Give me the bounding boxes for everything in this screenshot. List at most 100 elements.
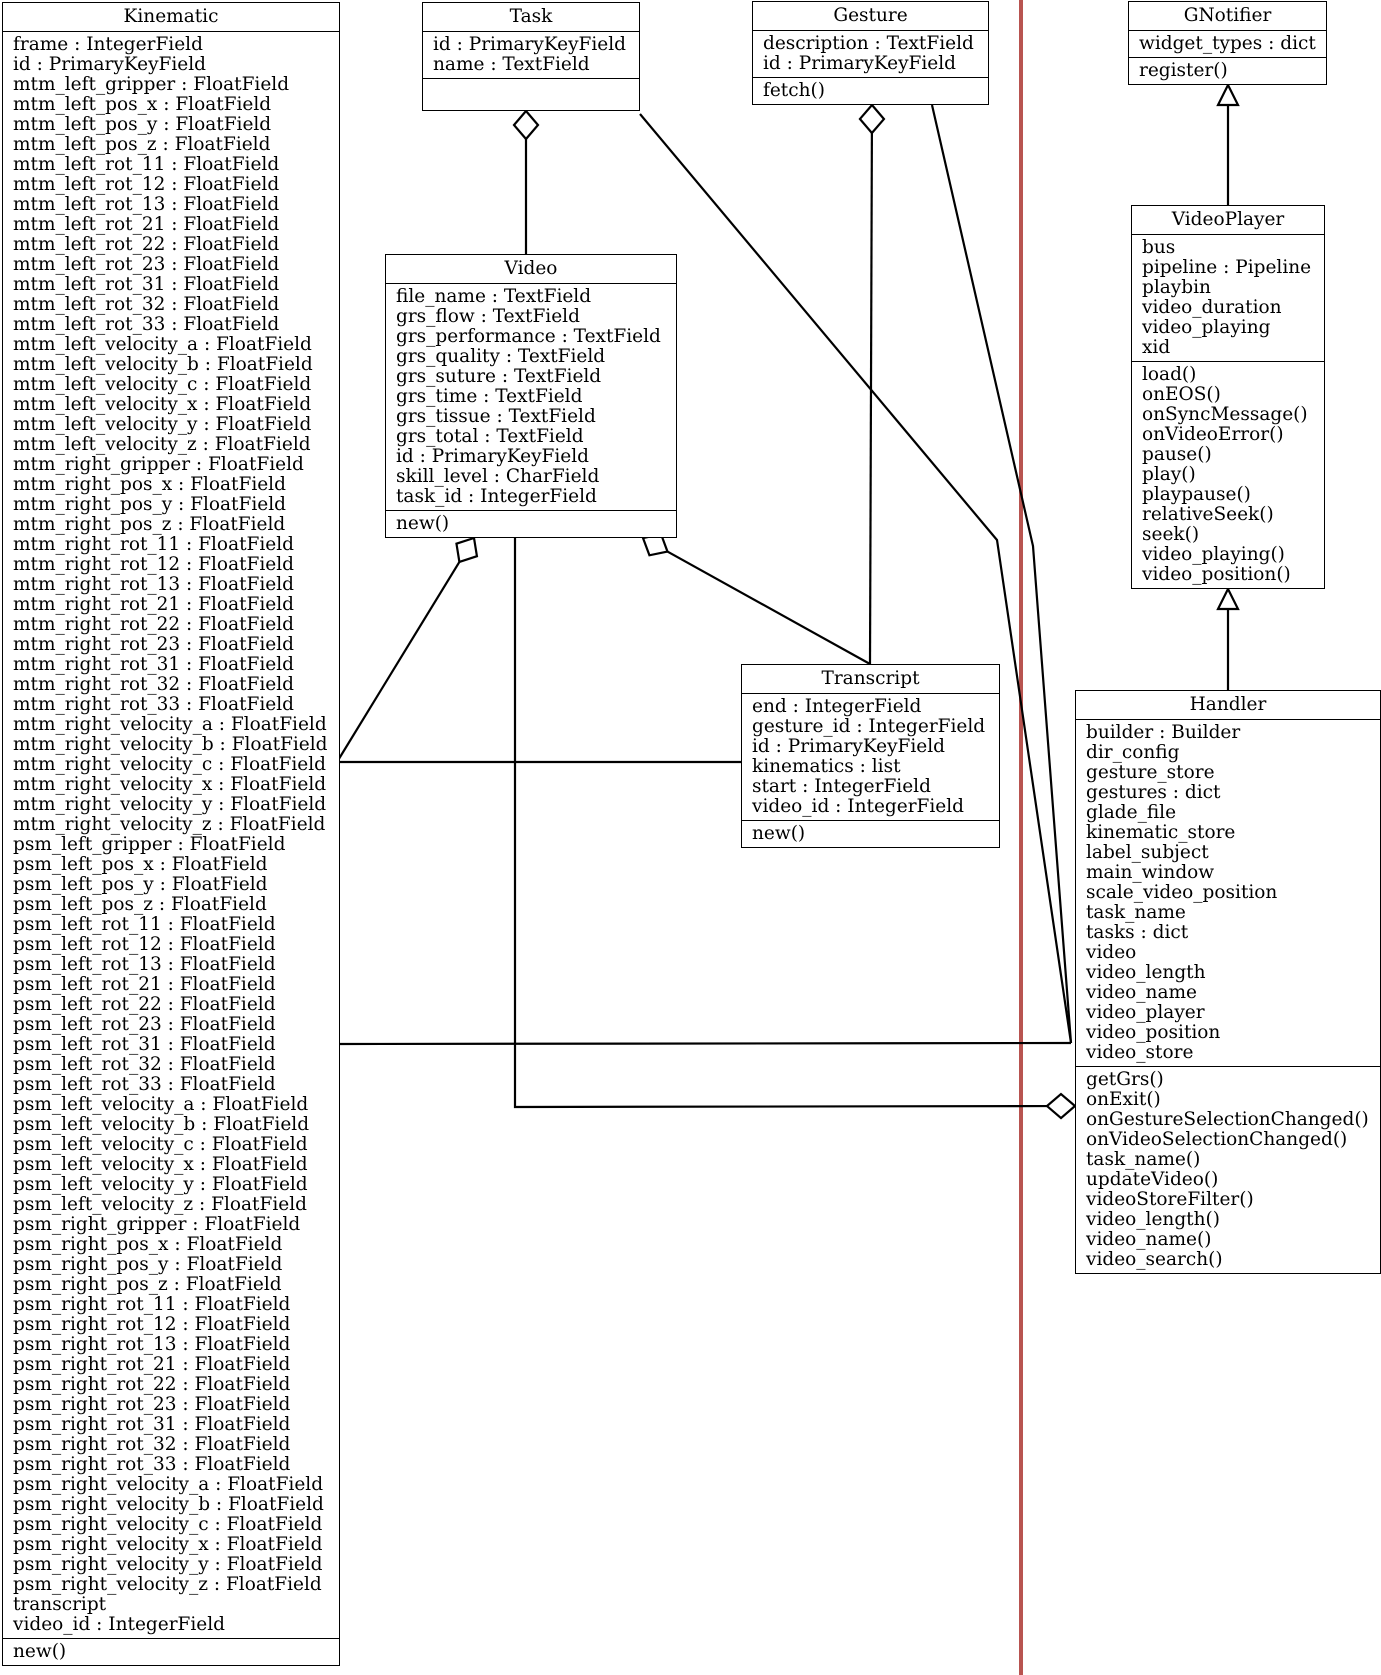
attribute-row: psm_right_rot_32 : FloatField bbox=[13, 1434, 291, 1455]
relation-kinematic-handler bbox=[339, 1041, 1072, 1046]
attribute-row: bus bbox=[1142, 237, 1176, 258]
attribute-row: scale_video_position bbox=[1086, 882, 1278, 903]
attribute-row: gestures : dict bbox=[1086, 782, 1221, 803]
attribute-row: psm_right_pos_y : FloatField bbox=[13, 1254, 283, 1275]
class-name: GNotifier bbox=[1129, 2, 1326, 31]
attributes-section: widget_types : dict bbox=[1129, 31, 1326, 57]
attribute-row: mtm_left_gripper : FloatField bbox=[13, 74, 290, 95]
generalization-arrow-videoplayer bbox=[1216, 586, 1240, 611]
method-row: video_length() bbox=[1086, 1209, 1220, 1230]
method-row: new() bbox=[396, 513, 450, 534]
attribute-row: psm_left_rot_13 : FloatField bbox=[13, 954, 276, 975]
attribute-row: psm_right_velocity_c : FloatField bbox=[13, 1514, 323, 1535]
aggregation-diamond-handler bbox=[1045, 1092, 1077, 1120]
attribute-row: transcript bbox=[13, 1594, 107, 1615]
attribute-row: id : PrimaryKeyField bbox=[433, 34, 627, 55]
attribute-row: psm_left_rot_22 : FloatField bbox=[13, 994, 276, 1015]
attribute-row: psm_right_rot_21 : FloatField bbox=[13, 1354, 291, 1375]
class-name: Task bbox=[423, 3, 639, 32]
attribute-row: mtm_right_velocity_x : FloatField bbox=[13, 774, 327, 795]
attribute-row: video bbox=[1086, 942, 1137, 963]
method-row: onEOS() bbox=[1142, 384, 1221, 405]
attribute-row: psm_left_rot_33 : FloatField bbox=[13, 1074, 276, 1095]
method-row: onExit() bbox=[1086, 1089, 1161, 1110]
attribute-row: video_length bbox=[1086, 962, 1206, 983]
attribute-row: pipeline : Pipeline bbox=[1142, 257, 1312, 278]
attribute-row: psm_right_velocity_b : FloatField bbox=[13, 1494, 324, 1515]
attribute-row: mtm_right_rot_22 : FloatField bbox=[13, 614, 294, 635]
attribute-row: mtm_right_velocity_b : FloatField bbox=[13, 734, 328, 755]
methods-section: new() bbox=[386, 510, 676, 537]
attribute-row: grs_suture : TextField bbox=[396, 366, 602, 387]
method-row: videoStoreFilter() bbox=[1086, 1189, 1254, 1210]
attribute-row: psm_right_rot_22 : FloatField bbox=[13, 1374, 291, 1395]
attribute-row: psm_right_velocity_x : FloatField bbox=[13, 1534, 323, 1555]
attribute-row: grs_performance : TextField bbox=[396, 326, 661, 347]
attribute-row: main_window bbox=[1086, 862, 1215, 883]
attribute-row: psm_right_rot_11 : FloatField bbox=[13, 1294, 291, 1315]
attribute-row: mtm_left_rot_23 : FloatField bbox=[13, 254, 280, 275]
attribute-row: psm_left_rot_21 : FloatField bbox=[13, 974, 276, 995]
attribute-row: frame : IntegerField bbox=[13, 34, 203, 55]
attribute-row: psm_right_rot_13 : FloatField bbox=[13, 1334, 291, 1355]
attribute-row: mtm_right_pos_x : FloatField bbox=[13, 474, 286, 495]
method-row: onVideoError() bbox=[1142, 424, 1284, 445]
attribute-row: mtm_left_pos_z : FloatField bbox=[13, 134, 271, 155]
attribute-row: mtm_right_gripper : FloatField bbox=[13, 454, 304, 475]
method-row: play() bbox=[1142, 464, 1196, 485]
method-row: register() bbox=[1139, 60, 1228, 81]
attribute-row: psm_right_velocity_z : FloatField bbox=[13, 1574, 322, 1595]
attribute-row: mtm_right_pos_z : FloatField bbox=[13, 514, 286, 535]
attribute-row: mtm_left_rot_12 : FloatField bbox=[13, 174, 280, 195]
attribute-row: video_position bbox=[1086, 1022, 1221, 1043]
attribute-row: mtm_right_rot_33 : FloatField bbox=[13, 694, 294, 715]
attribute-row: mtm_right_velocity_z : FloatField bbox=[13, 814, 326, 835]
attribute-row: mtm_left_pos_x : FloatField bbox=[13, 94, 272, 115]
attribute-row: psm_right_pos_z : FloatField bbox=[13, 1274, 282, 1295]
attribute-row: task_id : IntegerField bbox=[396, 486, 597, 507]
method-row: seek() bbox=[1142, 524, 1200, 545]
method-row: onVideoSelectionChanged() bbox=[1086, 1129, 1348, 1150]
attribute-row: mtm_left_rot_31 : FloatField bbox=[13, 274, 280, 295]
attribute-row: psm_right_velocity_y : FloatField bbox=[13, 1554, 323, 1575]
attribute-row: mtm_right_rot_13 : FloatField bbox=[13, 574, 294, 595]
attribute-row: psm_left_pos_z : FloatField bbox=[13, 894, 267, 915]
method-row: playpause() bbox=[1142, 484, 1251, 505]
attribute-row: skill_level : CharField bbox=[396, 466, 600, 487]
attribute-row: mtm_right_velocity_c : FloatField bbox=[13, 754, 327, 775]
attribute-row: id : PrimaryKeyField bbox=[13, 54, 207, 75]
attribute-row: file_name : TextField bbox=[396, 286, 592, 307]
attribute-row: psm_right_rot_31 : FloatField bbox=[13, 1414, 291, 1435]
attribute-row: glade_file bbox=[1086, 802, 1177, 823]
attribute-row: widget_types : dict bbox=[1139, 33, 1316, 54]
method-row: video_search() bbox=[1086, 1249, 1223, 1270]
attribute-row: mtm_left_rot_32 : FloatField bbox=[13, 294, 280, 315]
method-row: updateVideo() bbox=[1086, 1169, 1219, 1190]
generalization-arrow-gnotifier bbox=[1216, 82, 1240, 107]
attribute-row: mtm_left_velocity_b : FloatField bbox=[13, 354, 313, 375]
relation-gesture-transcript bbox=[868, 132, 873, 665]
attribute-row: id : PrimaryKeyField bbox=[763, 53, 957, 74]
attribute-row: psm_left_gripper : FloatField bbox=[13, 834, 286, 855]
attribute-row: grs_flow : TextField bbox=[396, 306, 580, 327]
attribute-row: description : TextField bbox=[763, 33, 974, 54]
attribute-row: mtm_left_rot_21 : FloatField bbox=[13, 214, 280, 235]
method-row: relativeSeek() bbox=[1142, 504, 1274, 525]
method-row: new() bbox=[752, 823, 806, 844]
attribute-row: xid bbox=[1142, 337, 1171, 358]
attribute-row: mtm_left_rot_22 : FloatField bbox=[13, 234, 280, 255]
